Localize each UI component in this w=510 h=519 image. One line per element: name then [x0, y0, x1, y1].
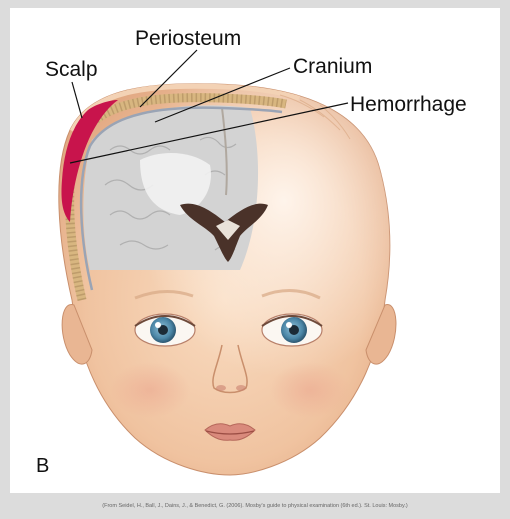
label-periosteum: Periosteum: [135, 28, 241, 49]
left-cheek: [110, 362, 190, 418]
citation-text: (From Seidel, H., Ball, J., Dains, J., &…: [0, 503, 510, 509]
right-cheek: [270, 362, 350, 418]
label-cranium: Cranium: [293, 56, 372, 77]
label-hemorrhage: Hemorrhage: [350, 94, 467, 115]
panel-letter: B: [36, 455, 49, 478]
right-eye: [262, 314, 322, 346]
label-scalp: Scalp: [45, 59, 98, 80]
left-eye: [135, 314, 195, 346]
